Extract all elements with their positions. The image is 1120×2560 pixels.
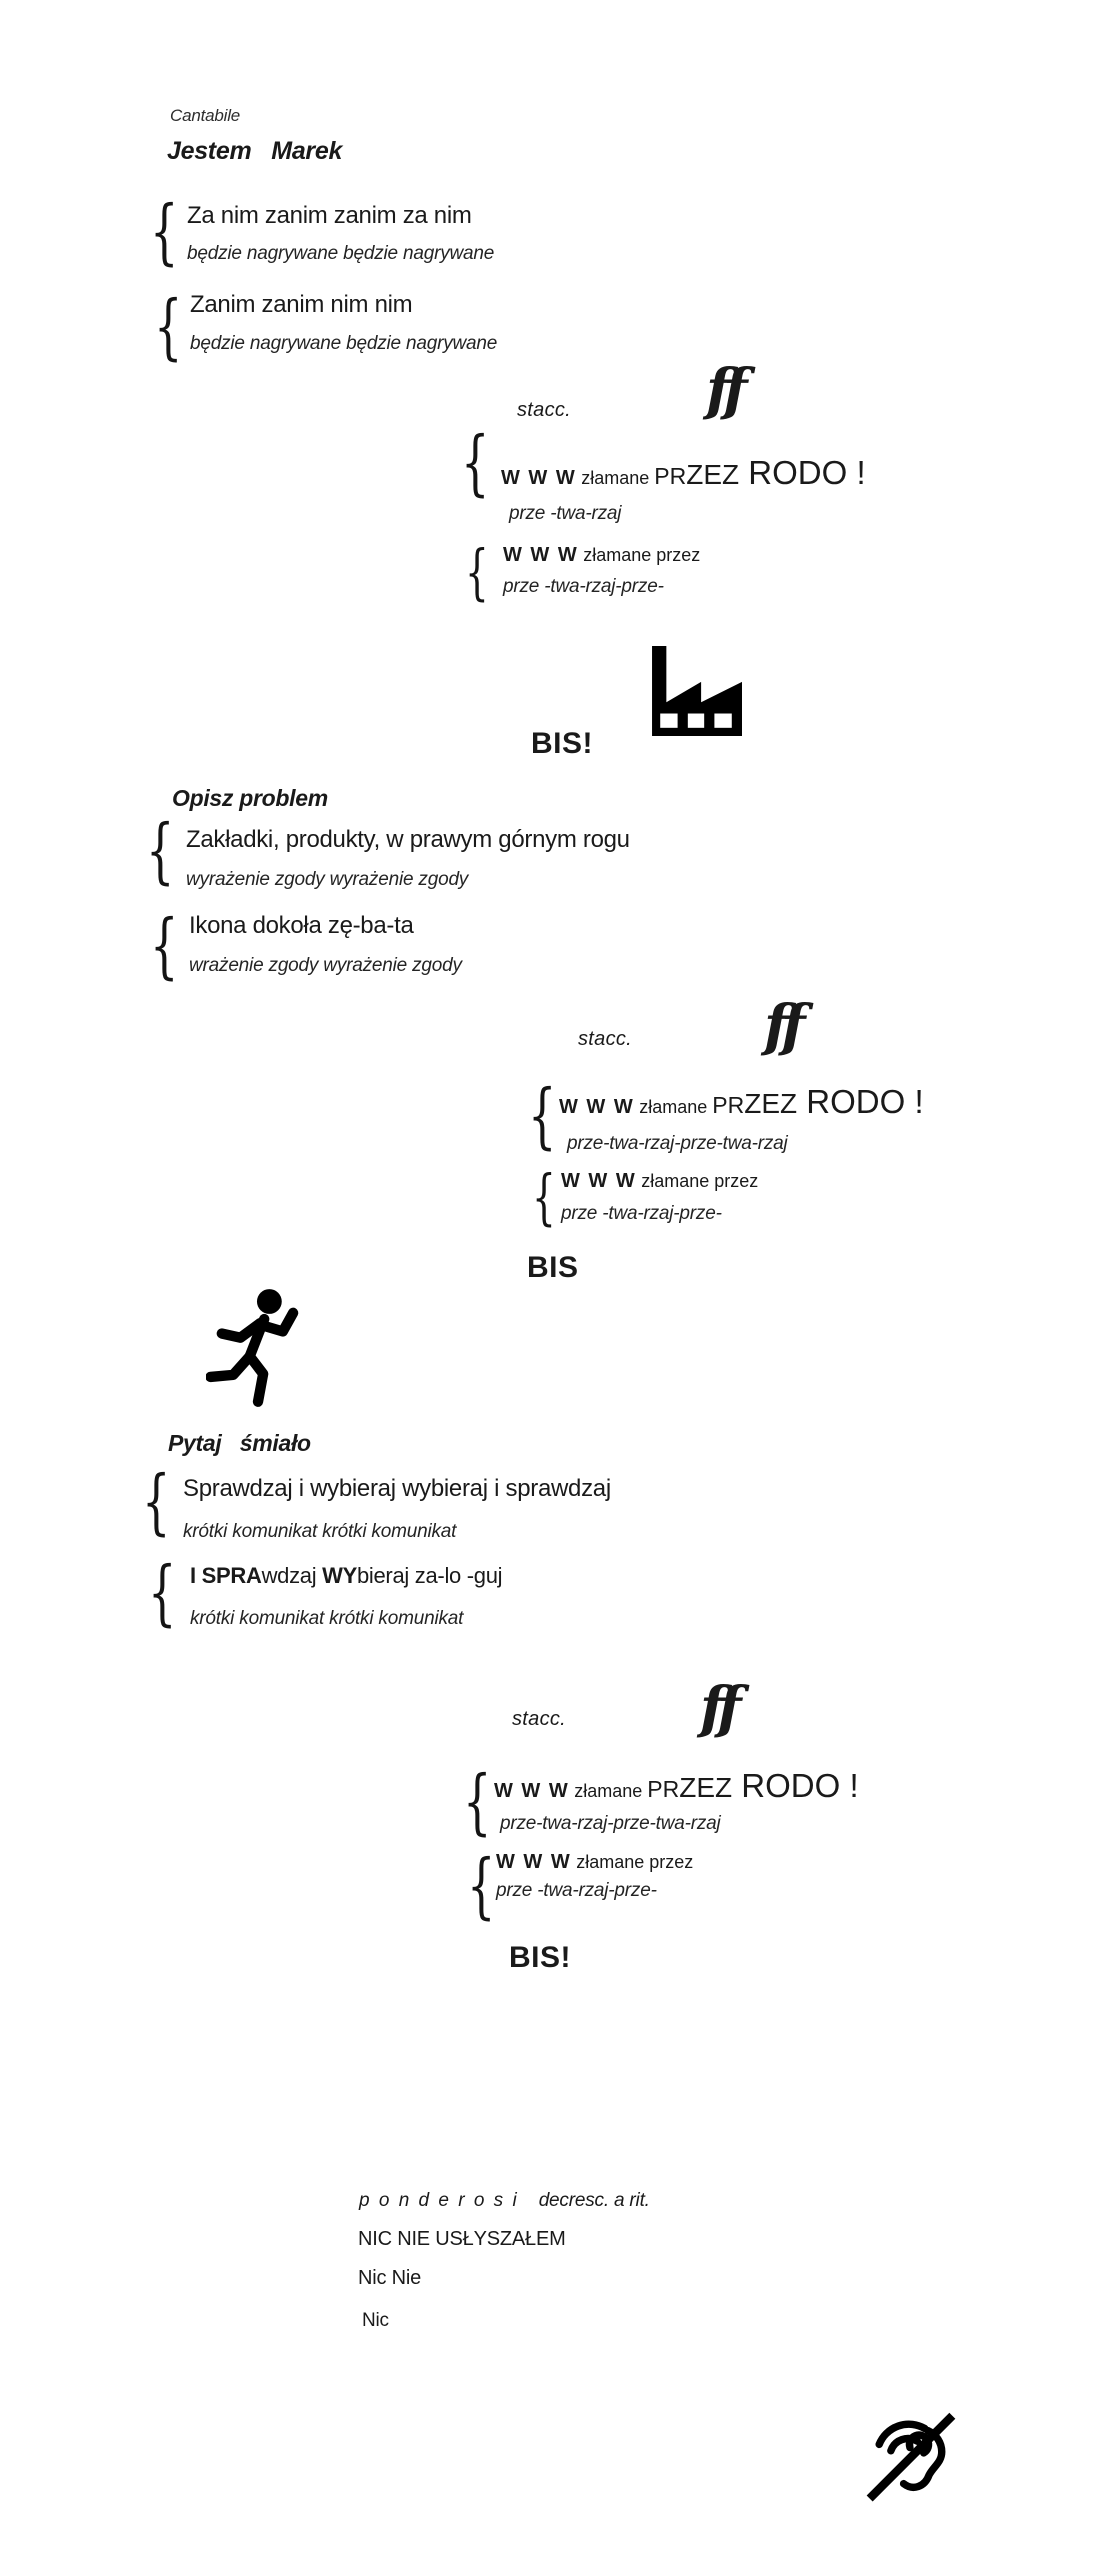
staccato-marking: stacc. (578, 1028, 633, 1050)
refrain-quiet-line: W W W złamane przez (503, 544, 700, 567)
lyric-subline: prze -twa-rzaj (509, 503, 622, 524)
lyric-subline: prze -twa-rzaj-prze- (496, 1880, 657, 1901)
refrain-exclamation: ! (847, 454, 866, 491)
refrain-www: W W W (561, 1170, 637, 1192)
lyric-subline: krótki komunikat krótki komunikat (190, 1608, 464, 1629)
refrain-loud-line: W W W złamane PRZEZ RODO ! (501, 454, 866, 492)
refrain-crescendo-2: ZEZ (686, 459, 740, 490)
refrain-mid: złamane (634, 1097, 713, 1117)
fortissimo-marking: ff (706, 357, 747, 423)
refrain-www: W W W (494, 1780, 570, 1802)
refrain-exclamation: ! (905, 1083, 924, 1120)
lyric-accent: I SPRA (190, 1563, 262, 1588)
ponderosi-marking: p o n d e r o s i (359, 2190, 519, 2211)
coda-dynamics-line: p o n d e r o s i decresc. a rit. (359, 2190, 650, 2212)
hearing-disabled-icon (858, 2402, 964, 2508)
refrain-rest: złamane przez (571, 1852, 694, 1872)
tempo-marking: Cantabile (170, 106, 241, 125)
lyric-line: Za nim zanim zanim za nim (187, 202, 472, 229)
lyric-subline: będzie nagrywane będzie nagrywane (187, 243, 495, 264)
lyric-subline: prze-twa-rzaj-prze-twa-rzaj (500, 1813, 721, 1834)
lyric-subline: wyrażenie zgody wyrażenie zgody (186, 869, 469, 890)
decrescendo-marking: decresc. a rit. (538, 2190, 650, 2211)
refrain-quiet-line: W W W złamane przez (561, 1170, 758, 1193)
bis-marking: BIS! (531, 727, 593, 760)
coda-line: Nic (362, 2310, 389, 2331)
staccato-marking: stacc. (512, 1708, 567, 1730)
brace-icon: { (150, 903, 179, 988)
refrain-crescendo-1: PR (712, 1092, 745, 1118)
coda-line: Nic Nie (358, 2267, 422, 2289)
lyric-line: I SPRAwdzaj WYbieraj za-lo -guj (190, 1563, 503, 1589)
verse-heading: Pytaj śmiało (168, 1430, 311, 1456)
lyric-line: Sprawdzaj i wybieraj wybieraj i sprawdza… (183, 1475, 611, 1502)
lyric-fragment: wdzaj (261, 1563, 323, 1588)
refrain-mid: złamane (569, 1781, 648, 1801)
lyric-line: Zakładki, produkty, w prawym górnym rogu (186, 826, 630, 853)
bis-marking: BIS! (509, 1941, 571, 1974)
refrain-rest: złamane przez (636, 1171, 759, 1191)
brace-icon: { (463, 1759, 492, 1844)
refrain-crescendo-3: RODO (739, 454, 848, 491)
brace-icon: { (142, 1459, 171, 1544)
brace-icon: { (467, 1843, 496, 1928)
lyric-line: Ikona dokoła zę-ba-ta (189, 912, 414, 939)
brace-icon: { (528, 1073, 557, 1158)
refrain-crescendo-2: ZEZ (679, 1772, 733, 1803)
refrain-www: W W W (501, 467, 577, 489)
brace-icon: { (465, 538, 489, 608)
fortissimo-marking: ff (700, 1675, 741, 1741)
refrain-loud-line: W W W złamane PRZEZ RODO ! (559, 1083, 924, 1121)
running-person-icon (206, 1286, 310, 1410)
refrain-exclamation: ! (840, 1767, 859, 1804)
refrain-quiet-line: W W W złamane przez (496, 1851, 693, 1874)
lyric-accent: WY (322, 1563, 357, 1588)
brace-icon: { (150, 189, 179, 274)
lyric-subline: wrażenie zgody wyrażenie zgody (189, 955, 462, 976)
refrain-rest: złamane przez (578, 545, 701, 565)
fortissimo-marking: ff (764, 993, 805, 1059)
brace-icon: { (154, 284, 183, 369)
lyric-subline: będzie nagrywane będzie nagrywane (190, 333, 498, 354)
refrain-mid: złamane (576, 468, 655, 488)
staccato-marking: stacc. (517, 399, 572, 421)
refrain-loud-line: W W W złamane PRZEZ RODO ! (494, 1767, 859, 1805)
verse-heading: Opisz problem (172, 785, 328, 811)
lyric-subline: krótki komunikat krótki komunikat (183, 1521, 457, 1542)
refrain-crescendo-2: ZEZ (744, 1088, 798, 1119)
piece-title: Jestem Marek (167, 137, 343, 165)
lyric-subline: prze -twa-rzaj-prze- (561, 1203, 722, 1224)
brace-icon: { (146, 808, 175, 893)
refrain-www: W W W (503, 544, 579, 566)
refrain-www: W W W (496, 1851, 572, 1873)
brace-icon: { (461, 420, 490, 505)
refrain-www: W W W (559, 1096, 635, 1118)
lyric-fragment: bieraj za-lo -guj (356, 1563, 503, 1588)
lyric-line: Zanim zanim nim nim (190, 291, 413, 318)
refrain-crescendo-1: PR (654, 463, 687, 489)
refrain-crescendo-3: RODO (732, 1767, 841, 1804)
bis-marking: BIS (527, 1251, 579, 1284)
refrain-crescendo-3: RODO (797, 1083, 906, 1120)
coda-line: NIC NIE USŁYSZAŁEM (358, 2228, 566, 2250)
factory-icon (650, 644, 742, 736)
lyric-subline: prze -twa-rzaj-prze- (503, 576, 664, 597)
brace-icon: { (148, 1550, 177, 1635)
refrain-crescendo-1: PR (647, 1776, 680, 1802)
brace-icon: { (532, 1163, 556, 1233)
lyric-subline: prze-twa-rzaj-prze-twa-rzaj (567, 1133, 788, 1154)
